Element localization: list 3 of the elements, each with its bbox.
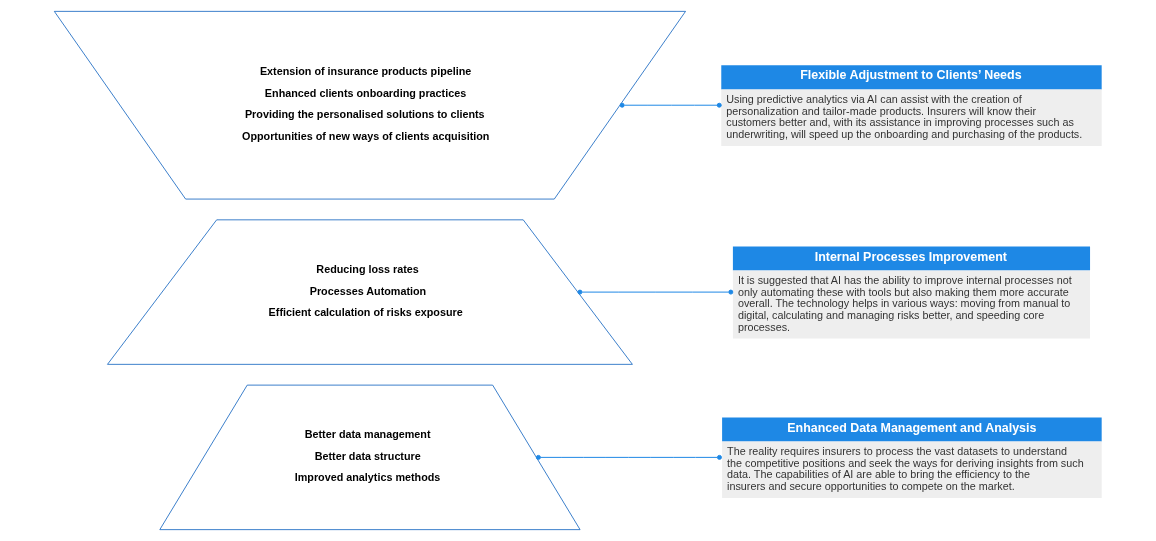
- connector: [577, 289, 734, 295]
- connector: [535, 454, 722, 460]
- connector: [619, 102, 722, 108]
